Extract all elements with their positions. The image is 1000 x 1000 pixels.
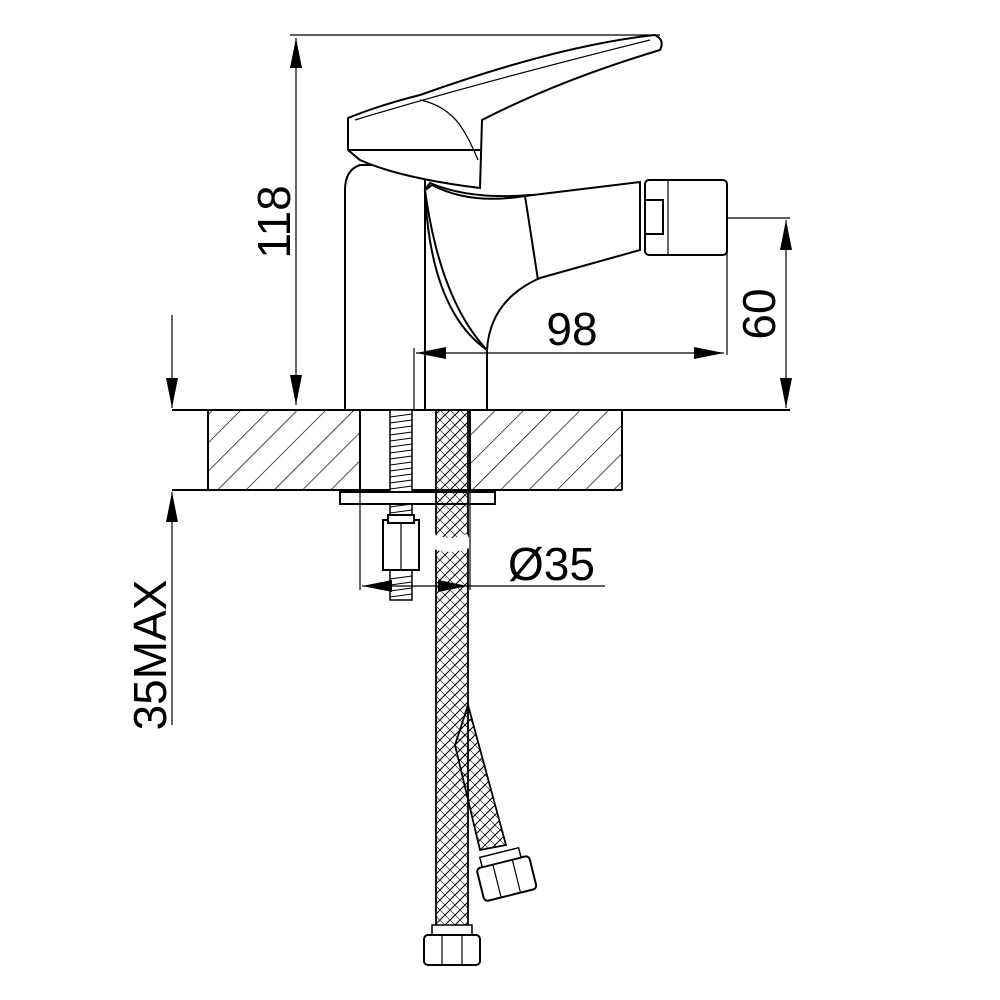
thread-line (389, 419, 413, 424)
thread-line (389, 455, 413, 460)
dim-spout-height-label: 60 (733, 288, 785, 339)
thread-line (389, 485, 413, 490)
dim-hole-diameter-label: Ø35 (508, 538, 595, 590)
faucet-body (344, 164, 728, 411)
thread-line (389, 467, 413, 472)
dim-hole-diameter: Ø35 (359, 490, 605, 592)
dim-max-thickness: 35MAX (124, 315, 178, 731)
thread-line (389, 509, 413, 514)
supply-hose-angled (454, 701, 538, 902)
thread-line (389, 593, 413, 598)
thread-line (389, 479, 413, 484)
thread-line (389, 437, 413, 442)
dim-max-thickness-label: 35MAX (124, 580, 176, 731)
dim-spout-reach: 98 (413, 303, 724, 410)
thread-line (389, 449, 413, 454)
thread-line (389, 425, 413, 430)
faucet-handle (347, 33, 663, 190)
thread-line (389, 413, 413, 418)
dim-spout-reach-label: 98 (546, 303, 597, 355)
dim-height-label: 118 (248, 185, 300, 258)
thread-line (389, 431, 413, 436)
thread-line (389, 461, 413, 466)
thread-line (389, 473, 413, 478)
countertop (172, 409, 790, 491)
supply-hose-straight (423, 409, 481, 966)
dim-height: 118 (248, 34, 660, 405)
mounting-plate (339, 491, 496, 505)
dim-spout-height: 60 (726, 217, 792, 408)
thread-line (389, 575, 413, 580)
thread-line (389, 443, 413, 448)
